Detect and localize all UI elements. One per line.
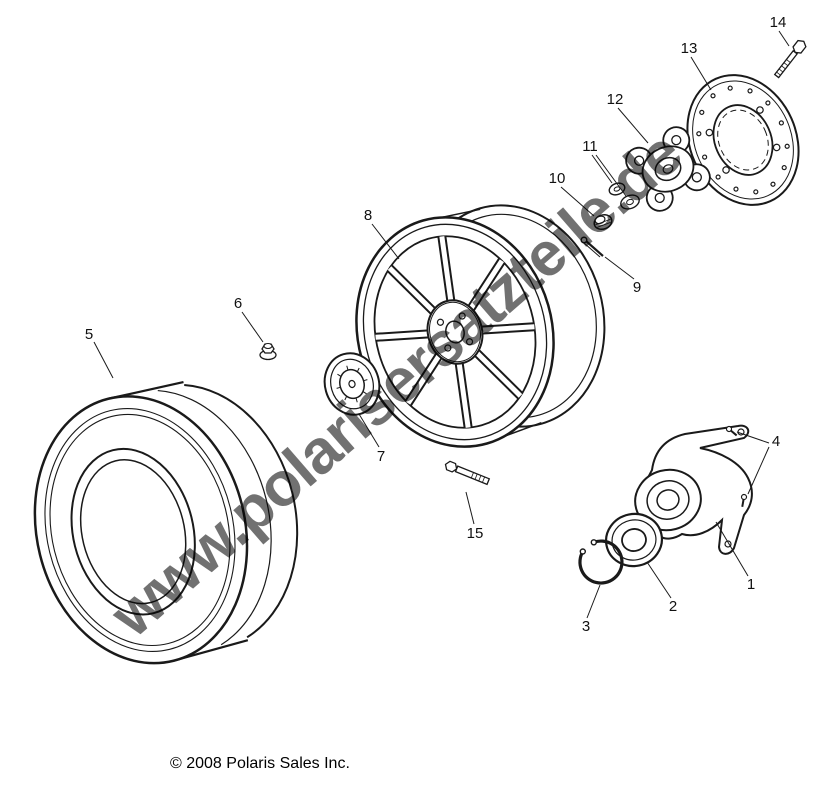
snap-ring	[578, 539, 624, 585]
leader-lines	[93, 30, 790, 619]
callout-1: 1	[747, 576, 755, 593]
callout-14: 14	[770, 14, 787, 31]
callout-10: 10	[549, 170, 566, 187]
tire	[33, 380, 299, 665]
cotter-pin	[580, 236, 604, 258]
washers	[608, 182, 640, 210]
brake-disc	[686, 74, 800, 206]
screws	[725, 425, 748, 508]
callouts: 1 2 3 4 5 6 7 8 9 10 11 12 13 14 15	[85, 14, 787, 635]
callout-3: 3	[582, 618, 590, 635]
callout-6: 6	[234, 295, 242, 312]
castle-nut	[593, 213, 613, 231]
callout-5: 5	[85, 326, 93, 343]
callout-11: 11	[582, 138, 598, 155]
callout-2: 2	[669, 598, 677, 615]
wheel-hub	[625, 126, 711, 212]
bolt	[773, 39, 807, 79]
callout-15: 15	[467, 525, 484, 542]
callout-8: 8	[364, 207, 372, 224]
callout-7: 7	[377, 448, 385, 465]
lug-nut	[259, 342, 277, 361]
copyright-text: © 2008 Polaris Sales Inc.	[170, 755, 350, 772]
callout-9: 9	[633, 279, 641, 296]
bearing-carrier	[634, 424, 753, 555]
wheel-stud	[444, 460, 491, 486]
callout-13: 13	[681, 40, 698, 57]
hub-cap	[323, 352, 381, 416]
callout-4: 4	[772, 433, 780, 450]
wheel-rim	[355, 204, 606, 448]
callout-12: 12	[607, 91, 624, 108]
